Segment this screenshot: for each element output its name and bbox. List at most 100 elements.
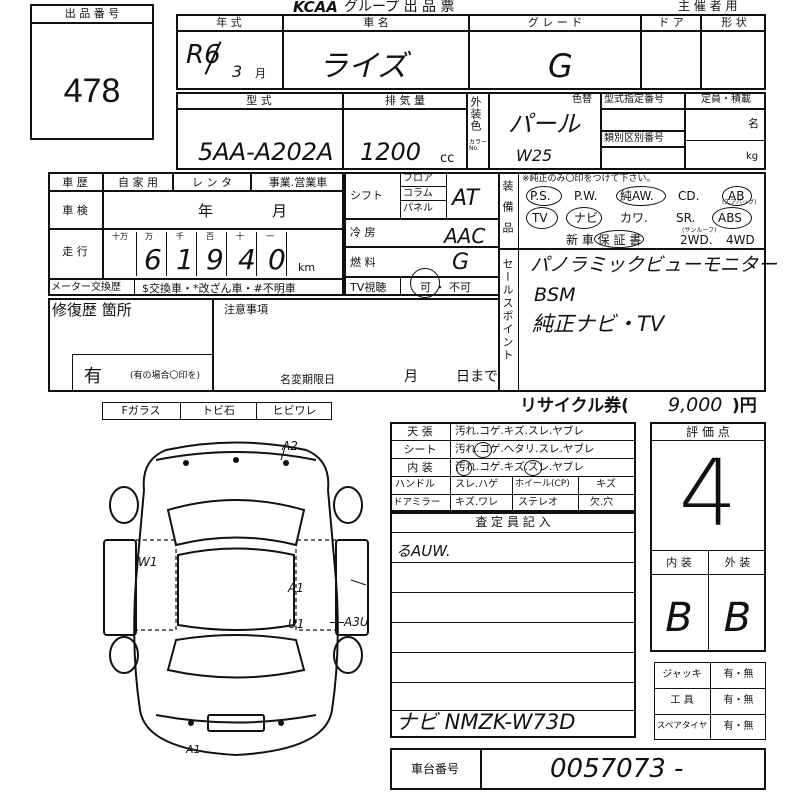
- color-code-label: カラーNo.: [469, 139, 488, 152]
- capacity-label: 定員・積載: [701, 94, 751, 105]
- displacement-value: 1200: [360, 138, 422, 166]
- circle-ps: [526, 186, 562, 206]
- exterior-score-label: 外 装: [724, 556, 751, 569]
- mark-a2: A2: [282, 439, 298, 453]
- circle-abs: [712, 207, 752, 229]
- digit-label-10: 十: [236, 232, 244, 241]
- digit-label-100k: 十万: [112, 232, 128, 241]
- mileage-digit-4: 4: [238, 243, 256, 276]
- wheel-rear-left: [109, 636, 139, 674]
- month-unit: 月: [255, 67, 266, 80]
- rental-label: レ ン タ: [192, 176, 232, 189]
- equip-2wd: 2WD.: [680, 233, 713, 247]
- model-label: 型 式: [246, 94, 272, 107]
- score-value: 4: [678, 440, 738, 547]
- left-doors: [136, 539, 177, 631]
- color-value: パール: [508, 110, 580, 138]
- grade-value: G: [548, 47, 573, 85]
- vehicle-info-table: [176, 14, 766, 90]
- car-name-value: ライズ: [318, 49, 408, 84]
- inspection-month: 月: [272, 202, 288, 220]
- mileage-unit: km: [298, 261, 316, 274]
- history-table: [48, 172, 344, 296]
- lot-number-box: [30, 4, 154, 140]
- displacement-unit: cc: [440, 151, 455, 166]
- mark-a3u: A3U: [344, 615, 369, 629]
- chassis-value: 0057073 -: [550, 754, 684, 784]
- mark-w1: W1: [138, 555, 158, 569]
- color-change-label: 色替: [572, 94, 592, 105]
- stereo-label: ステレオ: [518, 497, 558, 508]
- tv-options: 可 ・ 不可: [420, 281, 471, 294]
- inspection-label: 車 検: [62, 204, 88, 217]
- digit-label-10k: 万: [145, 232, 153, 241]
- shift-value: AT: [452, 186, 479, 211]
- roof: [177, 547, 295, 631]
- circle-interior-scratch: [524, 460, 542, 476]
- category-number-label: 類別区別番号: [604, 133, 664, 144]
- condition-table: [390, 422, 636, 512]
- side-left: [103, 539, 137, 636]
- handle-text: スレ.ハゲ: [455, 479, 499, 490]
- organizer-label: 主 催 者 用: [678, 0, 738, 13]
- chip-label: トビ石: [202, 404, 235, 417]
- equip-4wd: 4WD: [726, 233, 755, 247]
- circle-tv: [526, 207, 558, 229]
- rear-window: [166, 634, 306, 679]
- wheel-front-right: [333, 486, 363, 524]
- rear-plate: [207, 714, 265, 732]
- deadline-day: 日まで: [456, 369, 498, 385]
- shift-floor: フロア: [403, 173, 433, 184]
- equipment-label: 装備品: [501, 180, 514, 243]
- inspection-year: 年: [198, 202, 214, 220]
- ceiling-text: 汚れ.コゲ.キズ.スレ.ヤブレ: [455, 425, 584, 437]
- seat-label: シート: [403, 443, 437, 456]
- shift-label: シフト: [350, 189, 383, 202]
- digit-label-1: 一: [266, 232, 274, 241]
- sales-line-2: BSM: [534, 284, 576, 306]
- repair-history-box: [48, 298, 500, 392]
- digit-label-1k: 千: [176, 232, 184, 241]
- lot-number-label: 出 品 番 号: [64, 7, 120, 20]
- tv-label: TV視聴: [350, 281, 387, 294]
- equip-sr: SR.: [676, 211, 696, 225]
- car-body-outline: [133, 441, 339, 757]
- spare-tire-value: 有・無: [723, 721, 754, 732]
- side-right: [335, 539, 369, 636]
- circle-warranty: [594, 230, 644, 248]
- glass-box: [102, 402, 332, 420]
- circle-aw: [616, 186, 666, 206]
- exterior-color-label: 外装色: [469, 96, 482, 132]
- color-code-value: W25: [516, 146, 553, 165]
- ac-label: 冷 房: [350, 226, 376, 239]
- rear-bumper: [155, 714, 317, 724]
- interior-label: 内 装: [407, 461, 433, 474]
- fuel-value: G: [452, 250, 470, 275]
- car-name-label: 車 名: [363, 16, 389, 29]
- wheel-rear-right: [333, 636, 363, 674]
- mileage-label: 走 行: [62, 245, 88, 258]
- windshield: [166, 499, 306, 547]
- meter-exchange-label: メーター交換歴: [51, 282, 121, 293]
- right-doors: [295, 539, 336, 631]
- repair-history-label: 修復歴 箇所: [52, 301, 132, 319]
- car-history-label: 車 歴: [62, 176, 88, 189]
- equip-cd: CD.: [678, 189, 700, 203]
- group-title: グループ 出 品 票: [344, 0, 455, 15]
- capacity-unit-kg: kg: [746, 151, 759, 162]
- exterior-score-value: B: [723, 595, 752, 641]
- remarks-label: 注意事項: [224, 303, 268, 316]
- year-label: 年 式: [216, 16, 242, 29]
- fuel-label: 燃 料: [350, 256, 376, 269]
- type-designation-label: 型式指定番号: [604, 94, 664, 105]
- circle-navi: [566, 207, 602, 229]
- car-diagram: [103, 441, 369, 757]
- inspector-box: [390, 512, 636, 738]
- ac-value: AAC: [444, 224, 486, 248]
- tv-circle: [410, 268, 440, 298]
- sales-line-3: 純正ナビ・TV: [532, 312, 665, 336]
- recycle-value: 9,000: [668, 394, 723, 416]
- mileage-digit-5: 0: [268, 243, 286, 276]
- mileage-digit-1: 6: [144, 243, 162, 276]
- stereo-text: 欠.穴: [590, 497, 614, 508]
